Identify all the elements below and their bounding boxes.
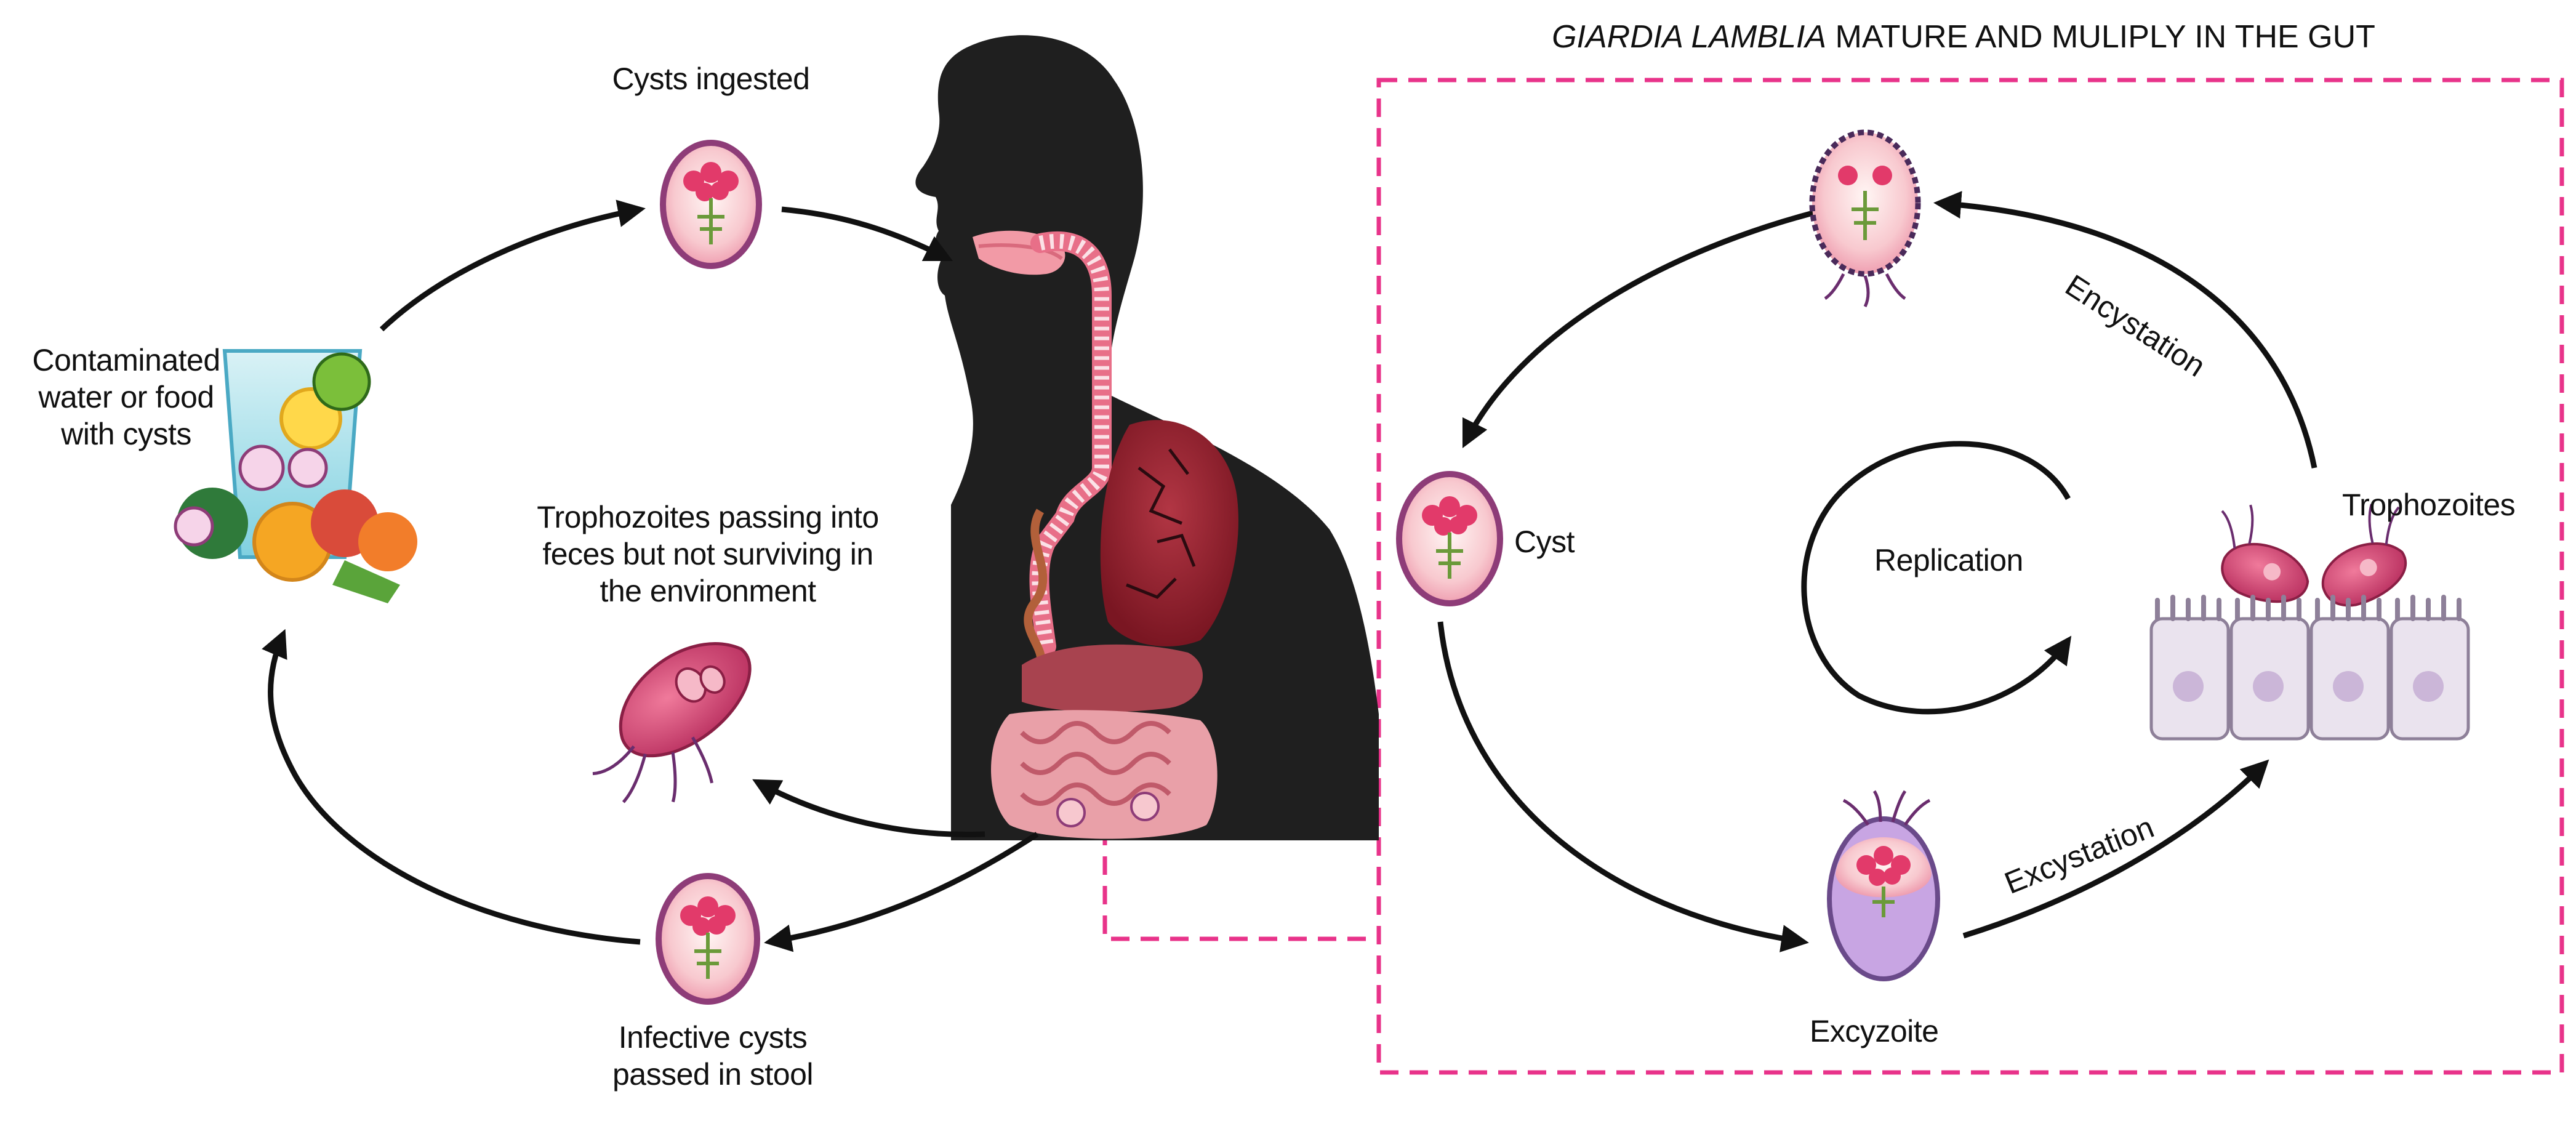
label-infective-cysts: Infective cysts passed in stool: [612, 1020, 814, 1092]
gut-trophozoite-1-icon: [2221, 504, 2309, 603]
label-excyzoite: Excyzoite: [1810, 1014, 1939, 1048]
intestinal-epithelium: [2149, 595, 2470, 741]
gut-trophozoite-2-icon: [2321, 504, 2407, 607]
gut-dashed-frame: [1102, 78, 2564, 1075]
excyzoite-icon: [1827, 790, 1940, 981]
gut-title-organism: GIARDIA LAMBLIA: [1552, 19, 1827, 55]
contaminated-food-water-icon: [174, 349, 417, 603]
gut-section-title: GIARDIA LAMBLIA MATURE AND MULIPLY IN TH…: [1416, 18, 2511, 55]
infective-cyst-icon: [656, 873, 760, 1005]
label-replication: Replication: [1874, 543, 2023, 577]
right-cycle-arrows: [1437, 191, 2317, 952]
gut-title-rest: MATURE AND MULIPLY IN THE GUT: [1826, 19, 2375, 55]
gut-cyst-icon: [1396, 471, 1503, 606]
label-cyst: Cyst: [1514, 525, 1575, 559]
human-silhouette: [915, 35, 1379, 840]
label-contaminated-water-food: Contaminated water or food with cysts: [32, 343, 220, 451]
left-cycle-arrows: [262, 199, 1039, 952]
encysting-trophozoite-icon: [1809, 129, 1921, 308]
label-trophozoites-passing: Trophozoites passing into feces but not …: [537, 500, 879, 608]
label-cysts-ingested: Cysts ingested: [612, 62, 810, 96]
cyst-ingested-icon: [660, 140, 762, 269]
trophozoite-outside-icon: [592, 642, 752, 803]
label-trophozoites: Trophozoites: [2342, 488, 2516, 522]
